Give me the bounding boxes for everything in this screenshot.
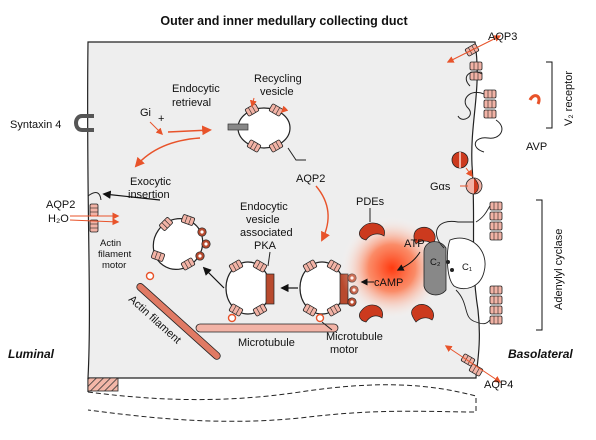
recycling-vesicle: [227, 97, 291, 153]
exocytosis-curve-arrow: [134, 137, 201, 168]
luminal-label: Luminal: [8, 347, 55, 361]
adenylyl-bracket: [536, 199, 543, 331]
adenylyl-cyclase-complex: C₂ C₁: [423, 220, 486, 323]
endocytic-vesicle-a: [225, 259, 275, 323]
gas-protein: [451, 151, 483, 195]
syntaxin4-icon: [74, 114, 94, 132]
pde-shapes: [359, 222, 436, 323]
diagram-title: Outer and inner medullary collecting duc…: [160, 14, 408, 28]
adenylyl-label: Adenylyl cyclase: [553, 229, 565, 310]
v2r-label: V₂ receptor: [563, 71, 575, 126]
aqp4-channels: [444, 345, 502, 383]
recycling-label-1: Recycling: [254, 73, 302, 85]
mt-motor-label-2: motor: [330, 344, 358, 356]
endocytic-label-1: Endocytic: [172, 83, 220, 95]
gi-label: Gi: [140, 107, 151, 119]
evapka-pointer: [267, 251, 271, 267]
actin-motor-label-2: filament: [98, 249, 132, 260]
atp-arrow: [396, 251, 421, 271]
vesicle-transport-arrow-2: [202, 266, 225, 289]
actin-motor-label-3: motor: [102, 260, 126, 271]
aqp3-channels: [446, 35, 502, 81]
h2o-label: H₂O: [48, 213, 69, 225]
aqp2-left-label: AQP2: [46, 199, 75, 211]
avp-label: AVP: [526, 141, 547, 153]
c1-label: C₁: [462, 262, 472, 273]
endocytic-vesicle-b: [299, 259, 359, 323]
endocytic-arrow: [167, 125, 212, 136]
microtubule-label: Microtubule: [238, 337, 295, 349]
actin-motor-label-1: Actin: [100, 238, 121, 249]
pdes-label: PDEs: [356, 196, 385, 208]
evapka-label-3: associated: [240, 227, 293, 239]
recycling-label-2: vesicle: [260, 86, 294, 98]
syntaxin4-label: Syntaxin 4: [10, 119, 61, 131]
avp-ligand: [528, 94, 541, 105]
aqp2-pointer: [287, 147, 306, 161]
evapka-label-1: Endocytic: [240, 201, 288, 213]
ac-membrane-rings: [475, 201, 503, 325]
exocytic-arrow: [102, 190, 161, 201]
basolateral-label: Basolateral: [508, 347, 573, 361]
mt-motor-label-1: Microtubule: [326, 331, 383, 343]
evapka-label-2: vesicle: [246, 214, 280, 226]
exocytic-vesicle: [145, 213, 211, 281]
recycling-to-pka-arrow: [315, 185, 330, 242]
atp-label: ATP: [404, 238, 425, 250]
gas-label: Gαs: [430, 181, 451, 193]
evapka-label-4: PKA: [254, 240, 277, 252]
c2-label: C₂: [430, 257, 441, 268]
actin-filament: [136, 283, 221, 360]
gi-plus-label: +: [158, 113, 164, 125]
aqp4-label: AQP4: [484, 379, 513, 391]
camp-label: cAMP: [374, 277, 403, 289]
aqp3-label: AQP3: [488, 31, 517, 43]
gi-arrow: [149, 121, 163, 135]
mt-motor-pointer: [321, 321, 333, 331]
apical-aqp2-channels: [69, 192, 120, 233]
v2-receptor: [457, 71, 503, 153]
v2r-bracket: [546, 61, 553, 129]
microtubule: [195, 323, 339, 333]
tight-junction-hatch: [87, 377, 119, 392]
endocytic-label-2: retrieval: [172, 97, 211, 109]
next-cell-outline: [87, 384, 477, 422]
aqp2-mid-label: AQP2: [296, 173, 325, 185]
exocytic-label-2: insertion: [128, 189, 170, 201]
exocytic-label-1: Exocytic: [130, 176, 171, 188]
